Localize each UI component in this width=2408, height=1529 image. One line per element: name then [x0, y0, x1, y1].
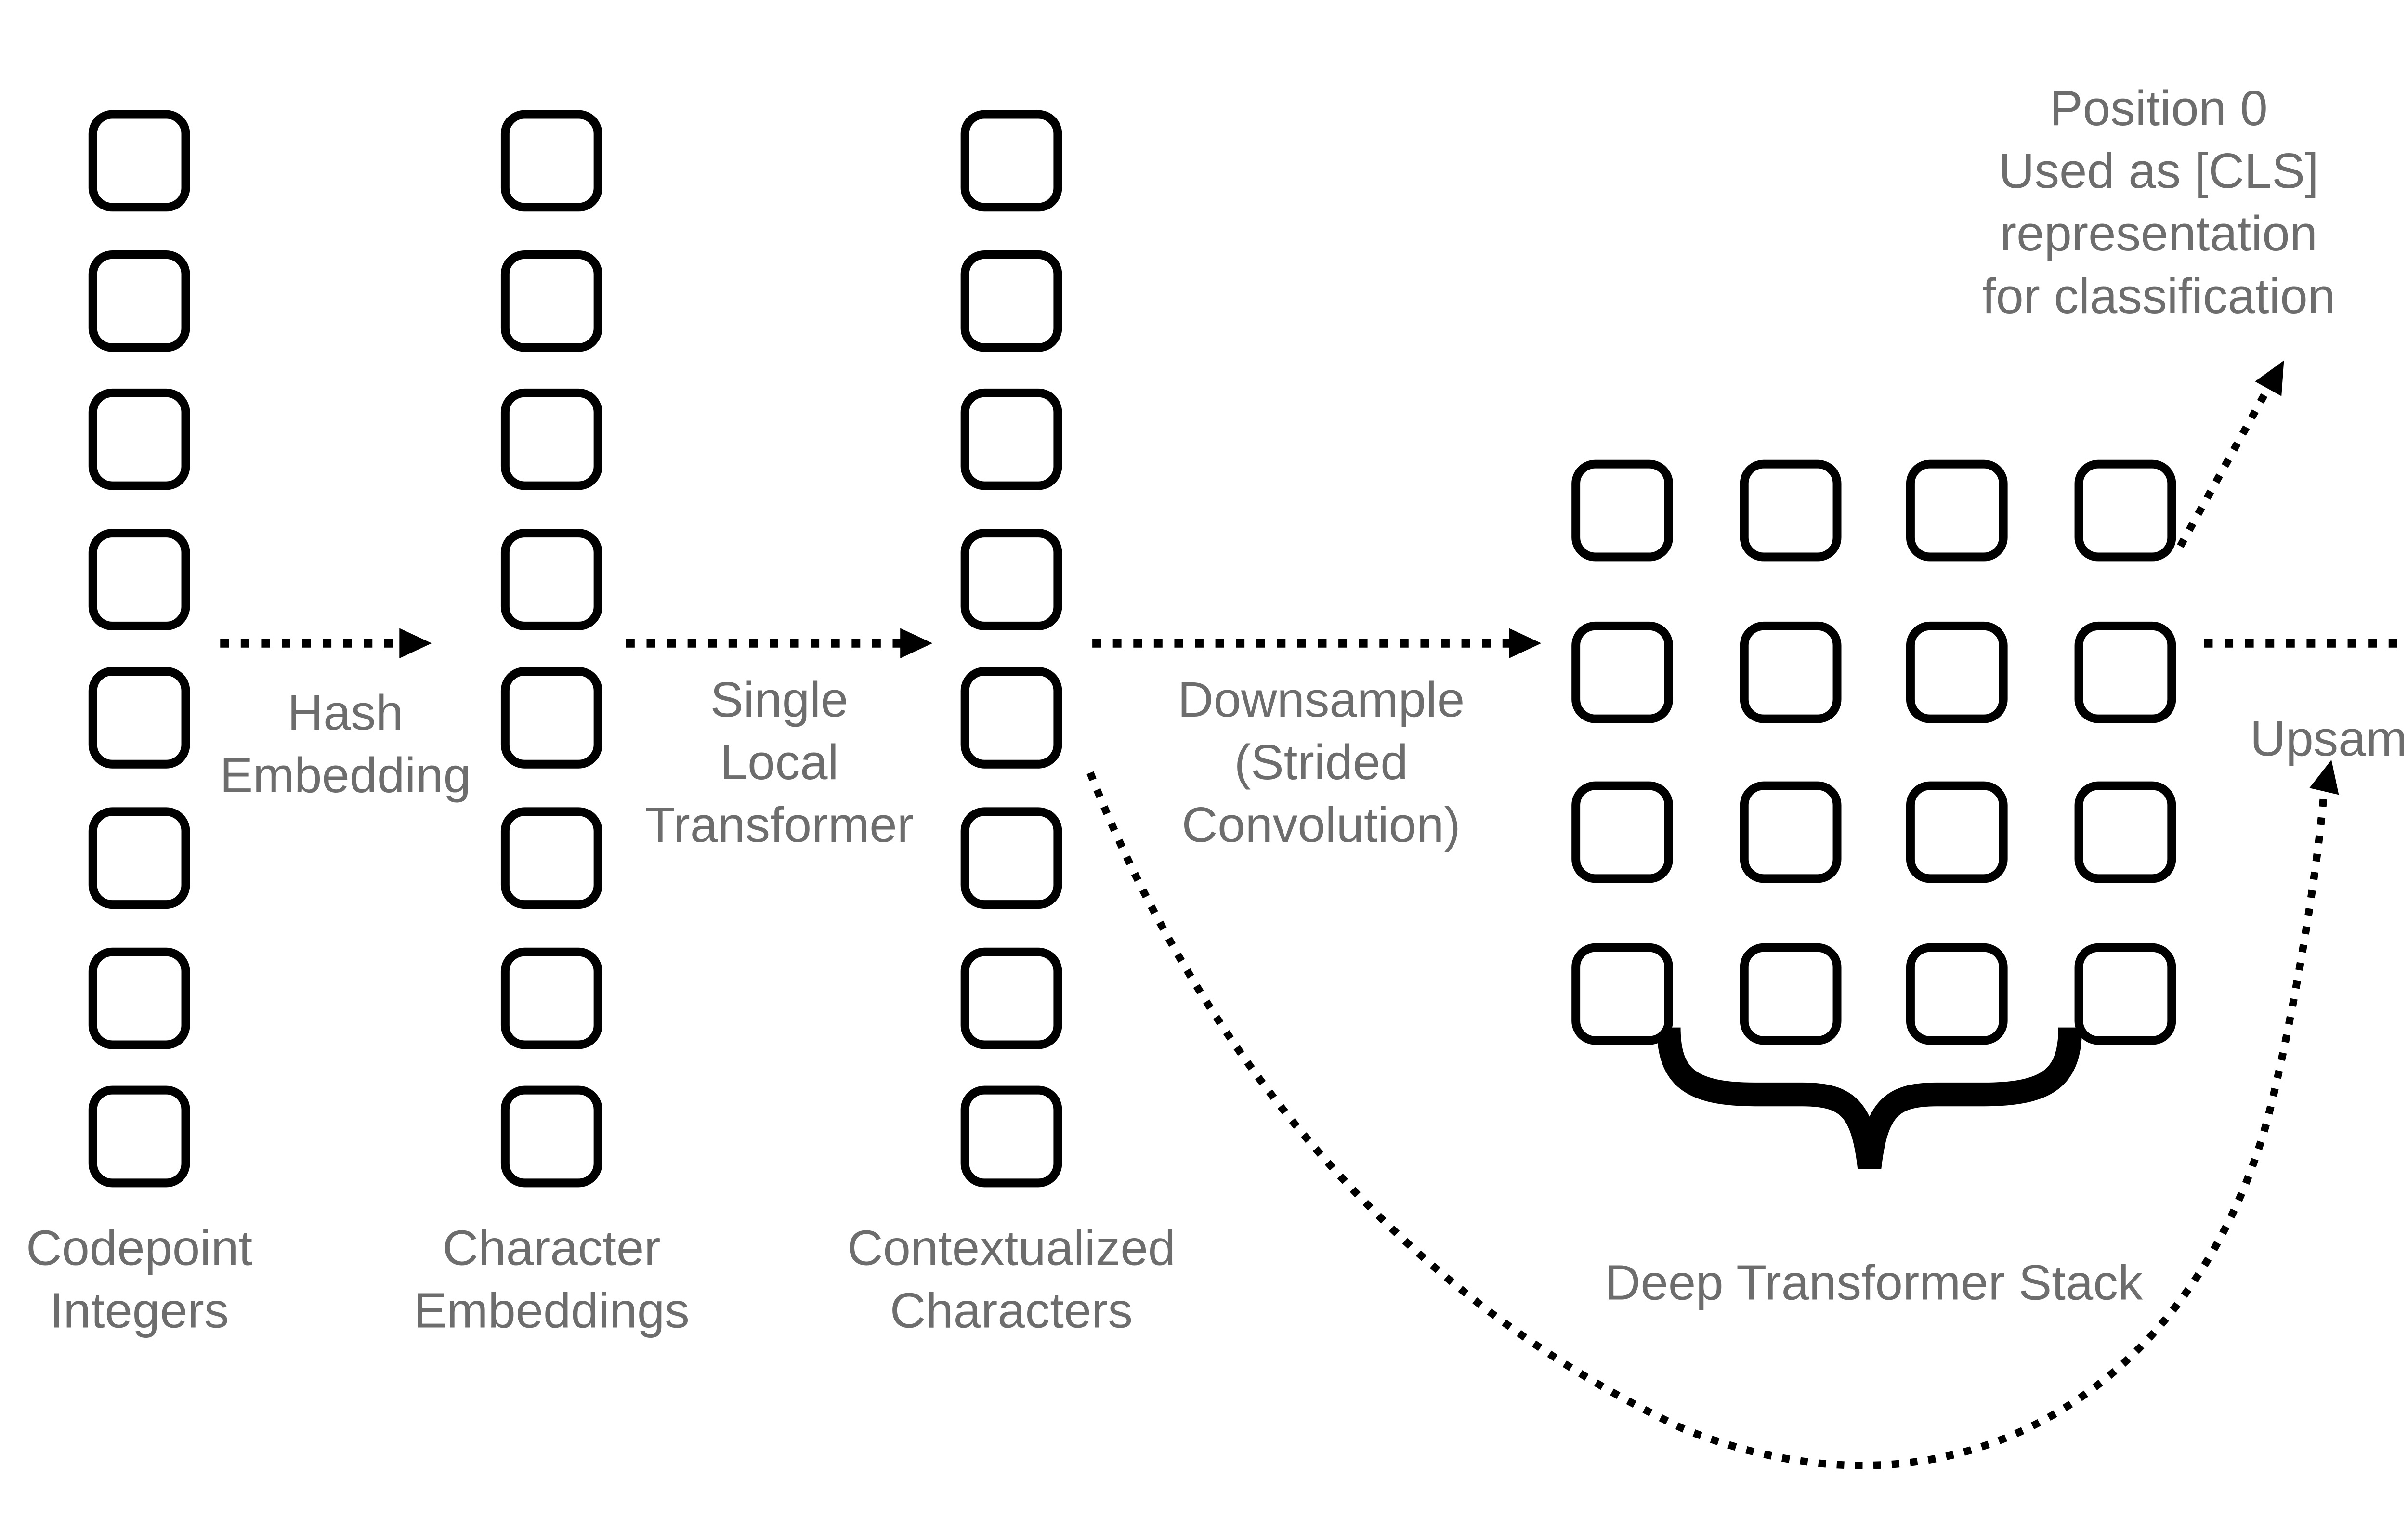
- token-square: [1571, 782, 1673, 884]
- hash-embedding-label: Hash Embedding: [220, 684, 471, 803]
- token-square: [1739, 782, 1841, 884]
- underbrace-icon: [1657, 1027, 2082, 1169]
- upsampling-label: Upsampling: [2250, 710, 2408, 767]
- token-square: [500, 389, 602, 491]
- token-square: [88, 528, 190, 630]
- deep-transformer-stack-label: Deep Transformer Stack: [1605, 1254, 2143, 1310]
- token-square: [1906, 943, 2008, 1045]
- token-square: [88, 1086, 190, 1188]
- token-square: [1571, 943, 1673, 1045]
- column-character-embeddings: [500, 110, 602, 1188]
- token-square: [2073, 782, 2175, 884]
- token-square: [500, 1086, 602, 1188]
- contextualized-characters-label: Contextualized Characters: [847, 1219, 1176, 1339]
- token-square: [88, 946, 190, 1048]
- token-square: [500, 249, 602, 351]
- token-square: [1571, 459, 1673, 562]
- token-square: [960, 389, 1062, 491]
- token-square: [1906, 621, 2008, 723]
- character-embeddings-label: Character Embeddings: [413, 1219, 690, 1339]
- token-square: [2073, 621, 2175, 723]
- column-contextualized-characters: [960, 110, 1062, 1188]
- token-square: [2073, 459, 2175, 562]
- deep-transformer-grid: [1571, 459, 2175, 1045]
- cls-position-arrow: [2177, 389, 2270, 548]
- token-square: [88, 389, 190, 491]
- token-square: [500, 667, 602, 770]
- token-square: [500, 110, 602, 212]
- token-square: [88, 249, 190, 351]
- token-square: [88, 667, 190, 770]
- token-square: [960, 1086, 1062, 1188]
- token-square: [960, 667, 1062, 770]
- token-square: [960, 946, 1062, 1048]
- token-square: [1739, 459, 1841, 562]
- token-square: [88, 807, 190, 909]
- token-square: [500, 946, 602, 1048]
- token-square: [1739, 943, 1841, 1045]
- token-square: [960, 249, 1062, 351]
- token-square: [960, 110, 1062, 212]
- column-codepoint-integers: [88, 110, 190, 1188]
- token-square: [1906, 459, 2008, 562]
- token-square: [88, 110, 190, 212]
- cls-position-note: Position 0 Used as [CLS] representation …: [1982, 79, 2336, 324]
- downsample-label: Downsample (Strided Convolution): [1178, 671, 1465, 853]
- token-square: [1906, 782, 2008, 884]
- arrowhead-icon: [399, 628, 432, 659]
- token-square: [500, 807, 602, 909]
- token-square: [960, 528, 1062, 630]
- arrowhead-icon: [900, 628, 933, 659]
- token-square: [2073, 943, 2175, 1045]
- arrowhead-icon: [2255, 360, 2284, 396]
- token-square: [500, 528, 602, 630]
- arrowhead-icon: [1509, 628, 1542, 659]
- arrowhead-icon: [2309, 759, 2339, 795]
- single-local-transformer-label: Single Local Transformer: [645, 671, 914, 853]
- token-square: [1571, 621, 1673, 723]
- codepoint-integers-label: Codepoint Integers: [26, 1219, 253, 1339]
- token-square: [1739, 621, 1841, 723]
- token-square: [960, 807, 1062, 909]
